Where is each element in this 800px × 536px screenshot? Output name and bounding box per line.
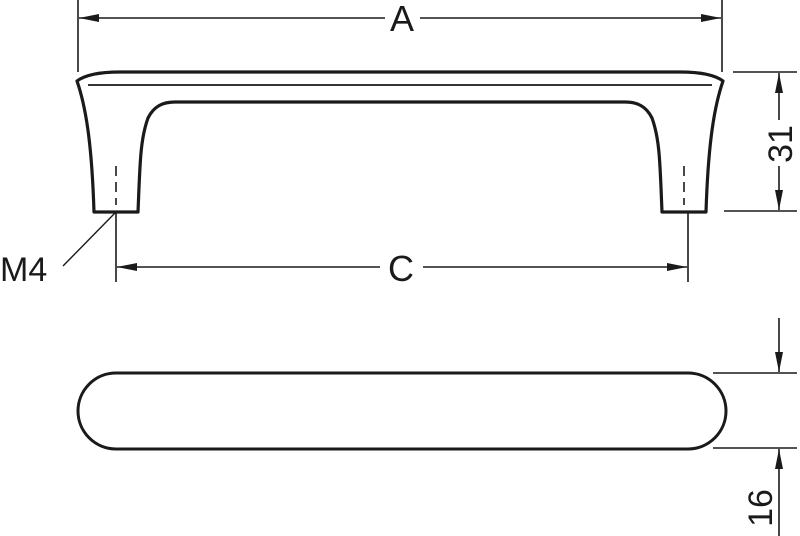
- m4-thread-label: M4: [0, 251, 47, 289]
- m4-leader-line: [62, 212, 116, 267]
- dimension-a: [77, 0, 723, 72]
- dimension-16: [713, 318, 797, 536]
- dimension-16-label: 16: [742, 489, 780, 527]
- dimension-a-label: A: [390, 0, 414, 39]
- dimension-c: [115, 212, 689, 282]
- top-view-handle: [76, 371, 728, 451]
- handle-outer-outline: [75, 70, 725, 214]
- dimension-31-label: 31: [762, 125, 800, 163]
- dimension-c-label: C: [388, 248, 414, 289]
- dimension-31: [724, 71, 797, 212]
- front-view-handle: [75, 70, 725, 214]
